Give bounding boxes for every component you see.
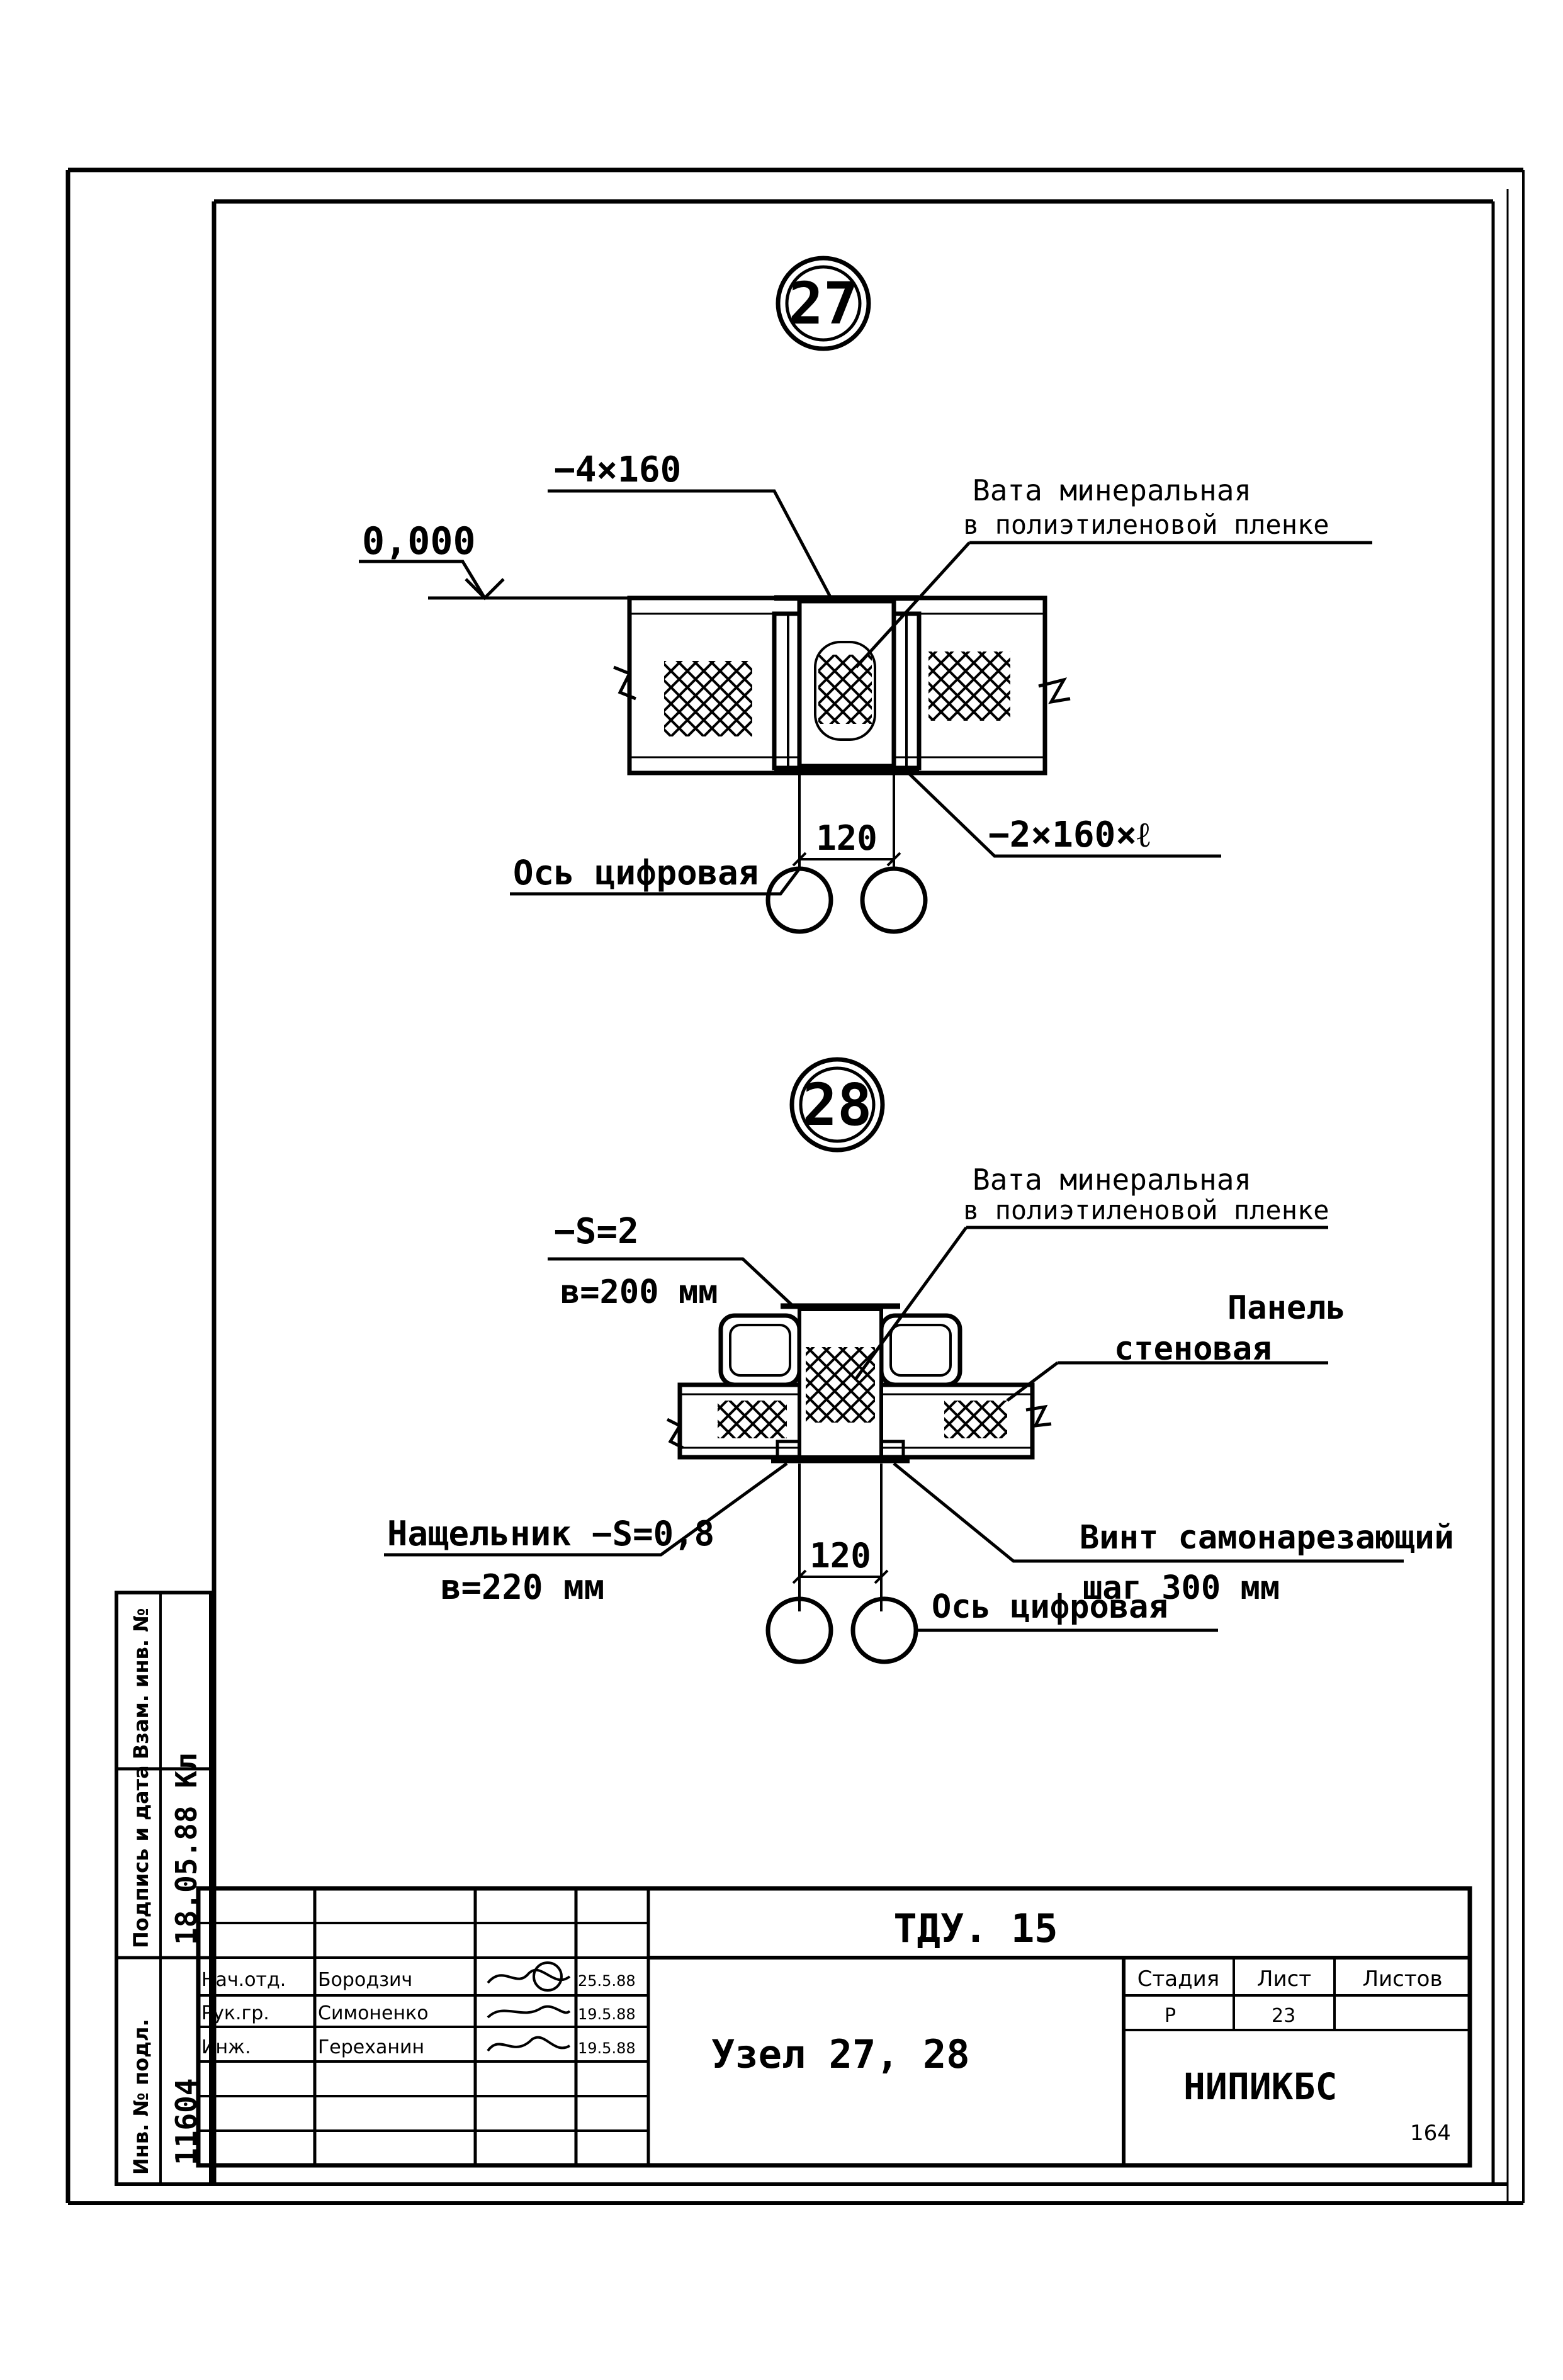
node-27-number: 27 xyxy=(789,270,859,337)
node-28-dim-value: 120 xyxy=(810,1536,871,1576)
sheet-value: 23 xyxy=(1272,2005,1295,2027)
stage-header: Стадия xyxy=(1137,1966,1219,1992)
wool-label-line1: Вата минеральная xyxy=(973,473,1251,507)
tb-name-3: Гереханин xyxy=(318,2036,424,2058)
node-28-leaders xyxy=(384,1226,1404,1563)
axis-marker-right xyxy=(860,866,928,934)
tb-name-1: Бородзич xyxy=(318,1969,412,1991)
wool-label-line2: в полиэтиленовой пленке xyxy=(963,509,1329,540)
sheets-header: Листов xyxy=(1362,1966,1442,1992)
plate-top-label: −4×160 xyxy=(554,449,681,490)
signature-marks xyxy=(487,1961,571,2052)
wool-label-line2: в полиэтиленовой пленке xyxy=(963,1195,1329,1226)
drawing-title: Узел 27, 28 xyxy=(711,2031,970,2077)
tb-date-1: 25.5.88 xyxy=(578,1972,636,1990)
side-stamp-col1-header: Инв. № подл. xyxy=(129,2019,153,2175)
side-stamp-col2-header: Подпись и дата xyxy=(129,1765,153,1948)
sheet-header: Лист xyxy=(1257,1966,1311,1992)
node-28-dimension xyxy=(792,1464,889,1611)
node-28-number-marker: 28 xyxy=(789,1057,885,1153)
panel-label-line1: Панель xyxy=(1227,1289,1346,1327)
node-27-joint xyxy=(772,595,922,774)
node-28: 28 xyxy=(384,1057,1454,1664)
node-28-axis-label: Ось цифровая xyxy=(932,1588,1168,1626)
strip-label-line1: −S=2 xyxy=(554,1211,639,1252)
node-27-panels xyxy=(613,595,1071,775)
cover-label-line1: Нащельник −S=0,8 xyxy=(387,1514,714,1554)
plate-bottom-label: −2×160×ℓ xyxy=(988,815,1150,855)
node-27-number-marker: 27 xyxy=(776,256,871,351)
organization: НИПИКБС xyxy=(1183,2065,1337,2108)
side-stamp-texts: Инв. № подл. 11604 Подпись и дата 18.05.… xyxy=(129,1608,203,2175)
level-mark: 0,000 xyxy=(359,519,629,601)
tb-role-3: Инж. xyxy=(201,2036,251,2058)
axis-marker-left xyxy=(765,1596,833,1664)
page-number: 164 xyxy=(1410,2121,1451,2146)
tb-date-2: 19.5.88 xyxy=(578,2005,636,2023)
node-28-joint xyxy=(771,1303,910,1464)
tb-name-2: Симоненко xyxy=(318,2002,429,2024)
doc-code: ТДУ. 15 xyxy=(893,1905,1058,1951)
level-label: 0,000 xyxy=(362,519,476,563)
node-27-dim-value: 120 xyxy=(816,818,877,858)
stage-value: Р xyxy=(1165,2005,1176,2027)
sheet-frame xyxy=(65,167,1525,2205)
tb-role-1: Нач.отд. xyxy=(201,1969,286,1991)
node-27-leaders xyxy=(510,489,1372,896)
title-block xyxy=(196,1886,1472,2168)
panel-label-line2: стеновая xyxy=(1114,1330,1272,1368)
screw-label-line1: Винт самонарезающий xyxy=(1080,1519,1454,1557)
cover-label-line2: в=220 мм xyxy=(441,1567,604,1607)
side-stamp-col3-header: Взам. инв. № xyxy=(129,1608,153,1759)
node-28-number: 28 xyxy=(803,1071,872,1139)
strip-label-line2: в=200 мм xyxy=(560,1273,718,1311)
node-27: 27 0,000 xyxy=(359,256,1372,934)
wool-label-line1: Вата минеральная xyxy=(973,1163,1251,1197)
axis-marker-right xyxy=(850,1596,918,1664)
axis-marker-left xyxy=(765,866,833,934)
node-27-dimension xyxy=(792,774,901,869)
screw-label-line2: шаг 300 мм xyxy=(1083,1569,1280,1607)
node-27-axis-label: Ось цифровая xyxy=(513,853,759,893)
tb-role-2: Рук.гр. xyxy=(201,2002,269,2024)
tb-date-3: 19.5.88 xyxy=(578,2039,636,2057)
node-28-tubes xyxy=(718,1313,962,1387)
